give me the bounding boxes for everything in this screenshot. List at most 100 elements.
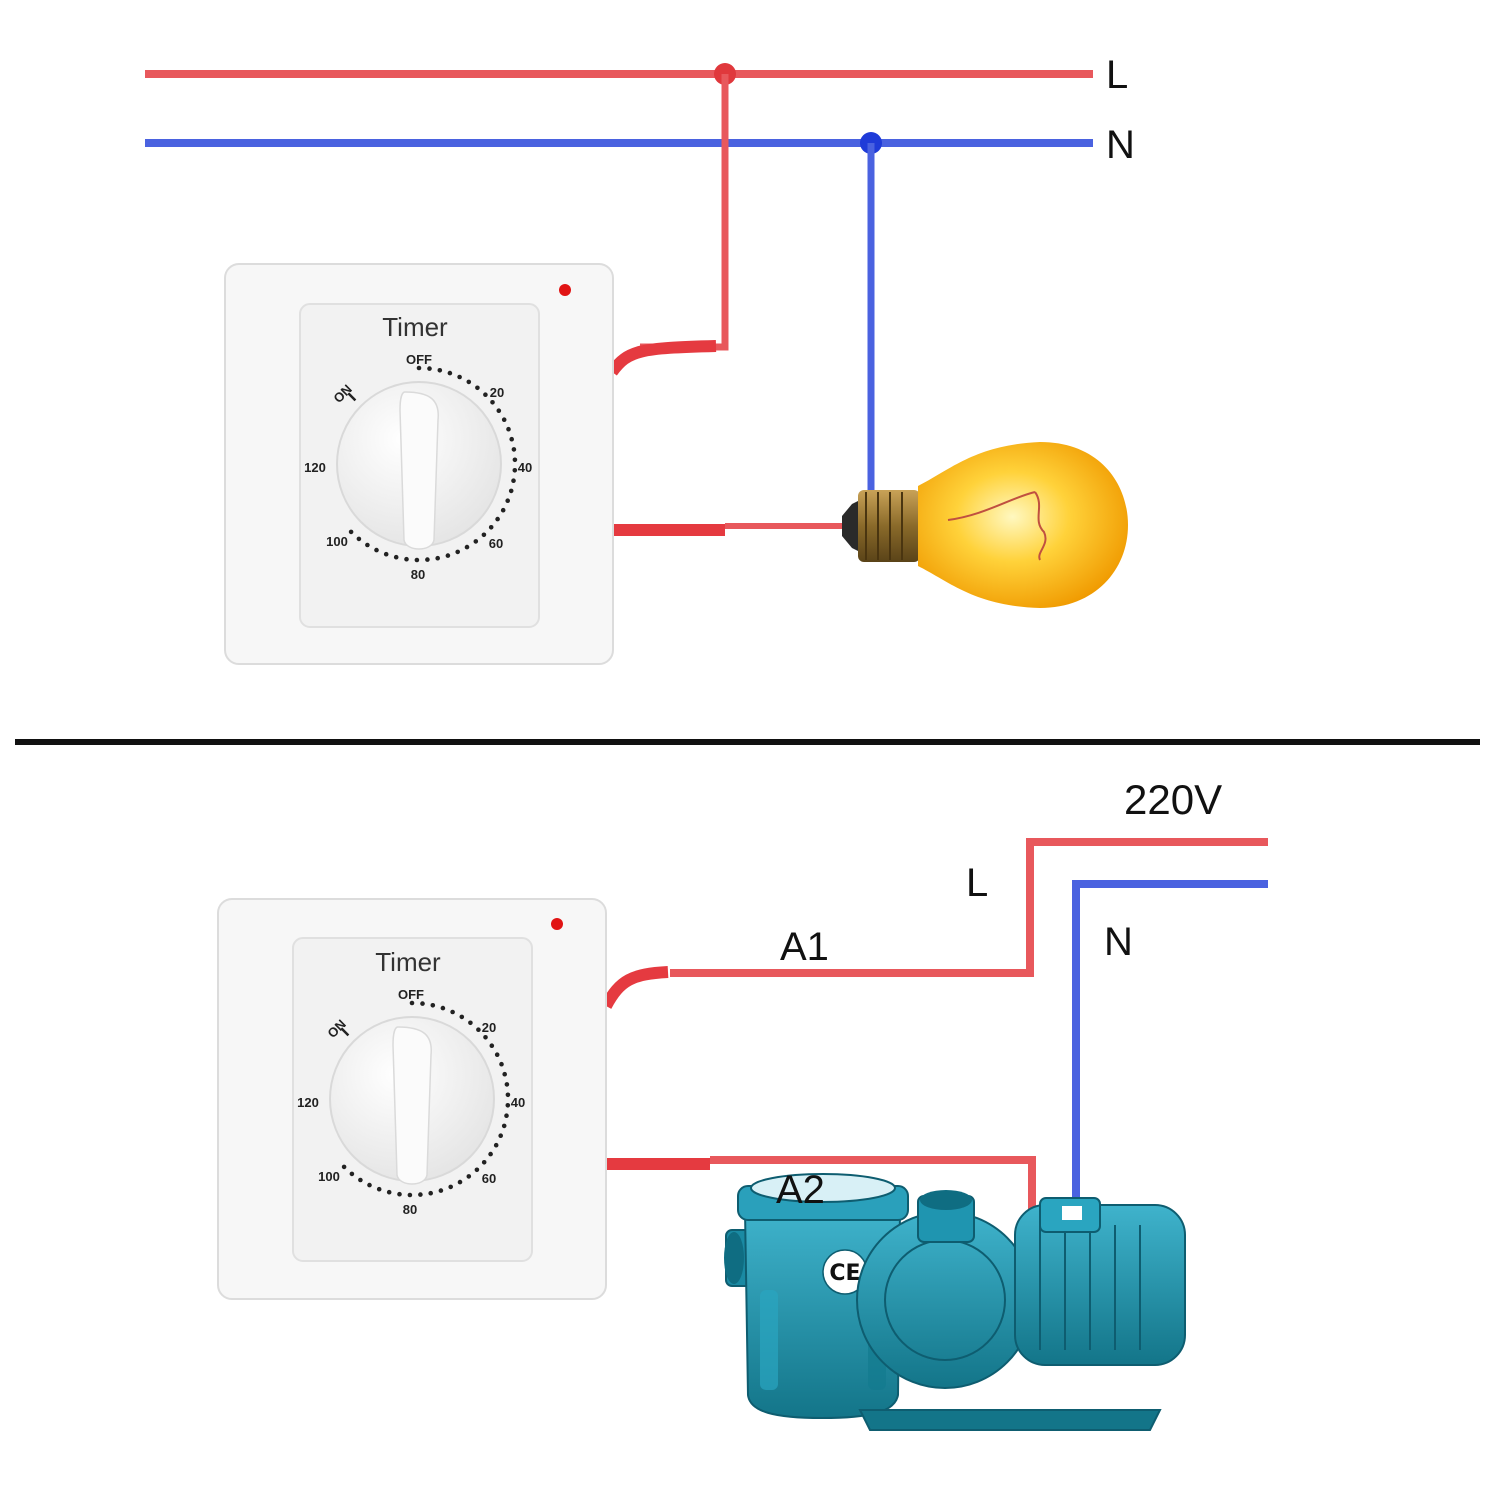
dial-tick [445,553,451,558]
timer-knob[interactable] [336,381,502,550]
dial-tick [468,1020,473,1026]
dial-label-off: OFF [406,352,432,367]
dial-tick [483,392,488,398]
dial-tick [466,1174,472,1179]
dial-tick [504,1082,510,1087]
dial-label-40: 40 [511,1095,525,1110]
dial-tick [505,1103,511,1108]
dial-tick [341,1164,347,1170]
dial-tick [493,1142,499,1148]
dial-on-mark [347,392,357,402]
dial-tick [457,374,462,380]
dial-tick [473,539,479,544]
dial-tick [416,365,422,371]
dial-tick [505,1092,511,1098]
dial-tick [455,549,461,555]
dial-tick [448,1184,454,1190]
indicator-led [559,284,571,296]
top-timer-lead-live [607,340,717,376]
dial-tick [440,1005,446,1011]
dial-tick [376,1186,382,1192]
dial-ticks [347,365,518,563]
dial-tick [450,1009,455,1015]
dial-tick [427,366,432,371]
dial-tick [435,555,441,561]
dial-tick [483,1035,488,1040]
terminal-a2-label: A2 [776,1168,825,1212]
dial-label-120: 120 [304,460,326,475]
dial-tick [393,554,399,560]
dial-tick [386,1189,392,1195]
dial-tick [383,551,389,557]
dial-tick [495,516,500,522]
dial-tick [488,525,494,530]
dial-tick [365,542,370,548]
dial-tick [512,468,518,473]
dial-tick [490,400,495,405]
top-circuit: L N Timer OFF ON 20 40 60 80 100 120 [145,53,1135,665]
timer-knob[interactable] [329,1016,495,1185]
bottom-load-wire [710,1156,1036,1215]
dial-tick [397,1191,402,1197]
dial-tick [404,556,409,562]
bottom-line-label: L [966,861,988,905]
dial-tick [509,436,514,442]
dial-label-20: 20 [482,1020,496,1035]
dial-tick [464,544,470,550]
dial-tick [430,1003,436,1008]
dial-label-40: 40 [518,460,532,475]
dial-tick [367,1182,372,1188]
pump-ce-mark: CE [829,1261,860,1286]
bottom-timer-lead-a1 [600,966,669,1009]
bottom-live-wire [670,838,1268,977]
dial-tick [414,557,420,563]
dial-label-60: 60 [482,1171,496,1186]
dial-tick [500,507,506,513]
timer-title: Timer [375,947,441,977]
top-live-drop-wire [640,74,729,351]
dial-tick [489,1043,495,1048]
dial-tick [474,1167,480,1173]
dial-label-20: 20 [490,385,504,400]
dial-tick [374,547,379,553]
dial-tick [496,408,502,414]
dial-tick [349,1171,355,1177]
top-line-label: L [1106,53,1128,97]
dial-tick [505,498,511,504]
dial-tick [425,557,430,562]
bottom-neutral-label: N [1104,920,1133,964]
dial-label-100: 100 [326,534,348,549]
bottom-neutral-wire [1072,880,1268,1210]
dial-tick [512,457,518,463]
dial-tick [494,1052,500,1057]
dial-tick [511,478,516,484]
dial-tick [504,1113,509,1118]
dial-tick [501,417,507,423]
dial-label-120: 120 [297,1095,319,1110]
dial-tick [508,488,514,494]
dial-tick [466,379,472,385]
dial-tick [499,1061,504,1067]
dial-tick [481,532,487,538]
bottom-timer: Timer OFF ON 20 40 60 80 100 120 [217,898,607,1300]
dial-label-off: OFF [398,987,424,1002]
light-bulb-icon [842,442,1128,608]
water-pump-icon: CE [724,1173,1186,1431]
dial-tick [457,1179,463,1185]
dial-label-80: 80 [403,1202,417,1217]
dial-tick [459,1014,465,1020]
dial-ticks [340,1000,511,1198]
dial-label-60: 60 [489,536,503,551]
dial-tick [358,1177,363,1183]
dial-tick [438,1188,444,1193]
dial-label-100: 100 [318,1169,340,1184]
dial-tick [502,1071,508,1077]
dial-tick [348,529,354,535]
terminal-a1-label: A1 [780,925,829,969]
dial-label-80: 80 [411,567,425,582]
dial-tick [498,1133,504,1138]
dial-tick [356,536,362,542]
voltage-label: 220V [1124,776,1222,823]
dial-tick [488,1151,493,1157]
